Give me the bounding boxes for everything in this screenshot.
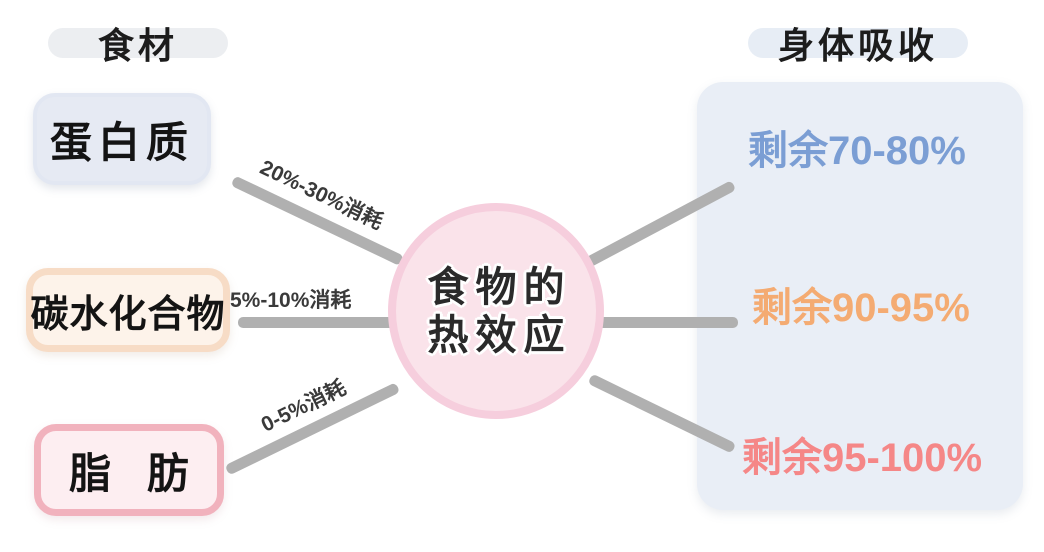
column-header-absorption-label: 身体吸收 — [777, 25, 938, 66]
consumption-label-carb: 5%-10%消耗 — [230, 289, 352, 312]
source-label-carbohydrate: 碳水化合物 — [30, 293, 226, 336]
absorption-panel — [697, 82, 1023, 510]
source-box-carbohydrate[interactable]: 碳水化合物 — [26, 268, 230, 352]
center-circle-thermic-effect: 食物的 热效应 — [388, 203, 604, 419]
center-title-line2: 热效应 — [427, 312, 572, 358]
header-pill-left — [48, 28, 228, 58]
connector-carb-right — [598, 317, 738, 328]
source-box-protein[interactable]: 蛋白质 — [33, 93, 211, 185]
absorption-value-protein: 剩余70-80% — [748, 129, 966, 173]
connector-carb-left — [238, 317, 398, 328]
source-label-fat: 脂 肪 — [69, 449, 201, 497]
column-header-ingredients-label: 食材 — [97, 25, 178, 66]
source-label-protein: 蛋白质 — [49, 118, 194, 166]
absorption-value-fat: 剩余95-100% — [742, 436, 983, 480]
center-title-line1: 食物的 — [427, 263, 572, 310]
column-header-ingredients: 食材 — [48, 16, 228, 70]
header-pill-right — [748, 28, 968, 58]
source-box-fat[interactable]: 脂 肪 — [34, 424, 224, 516]
absorption-value-carbohydrate: 剩余90-95% — [752, 286, 970, 330]
column-header-absorption: 身体吸收 — [748, 16, 968, 70]
